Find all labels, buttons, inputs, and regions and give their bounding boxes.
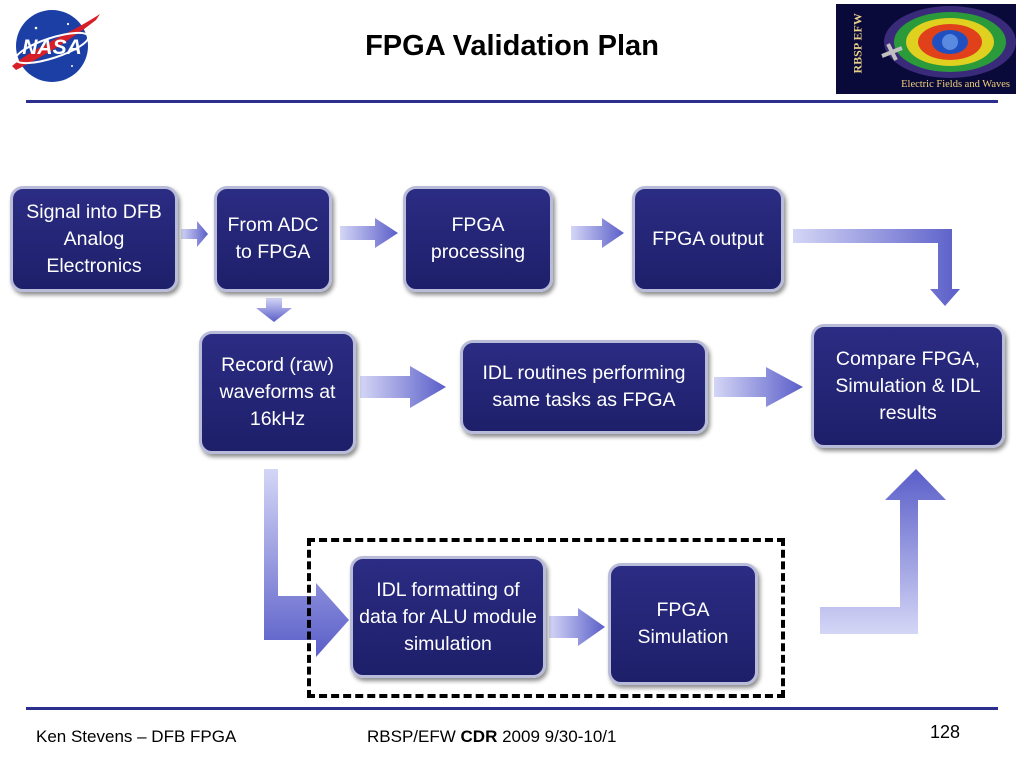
nasa-logo-text: NASA [22,36,82,59]
node-idl-routines-label: IDL routines performing same tasks as FP… [482,362,686,411]
rbsp-efw-logo: RBSP EFW Electric Fields and Waves [836,4,1016,94]
rbsp-caption: Electric Fields and Waves [901,79,1010,90]
node-signal-into-dfb: Signal into DFB Analog Electronics [10,186,178,292]
page-number: 128 [929,722,960,742]
node-fpga-processing: FPGA processing [403,186,553,292]
arrow-record-to-formatting [264,469,349,657]
node-compare-results: Compare FPGA, Simulation & IDL results [811,324,1005,448]
arrow-adc-to-processing [340,218,398,248]
footer-review-bold: CDR [460,727,498,746]
node-compare-results-label: Compare FPGA, Simulation & IDL results [835,347,981,424]
node-fpga-output: FPGA output [632,186,784,292]
node-fpga-simulation: FPGA Simulation [608,563,758,685]
node-from-adc-label: From ADC to FPGA [227,214,319,263]
arrow-idl-to-compare [714,367,803,407]
node-idl-routines: IDL routines performing same tasks as FP… [460,340,708,434]
node-fpga-output-label: FPGA output [652,227,764,250]
node-idl-formatting: IDL formatting of data for ALU module si… [350,556,546,678]
node-fpga-processing-label: FPGA processing [430,214,526,263]
arrow-signal-to-adc [181,221,208,247]
footer-review-dates: 2009 9/30-10/1 [497,727,617,746]
node-signal-into-dfb-label: Signal into DFB Analog Electronics [26,200,162,277]
arrow-simulation-to-compare [820,469,946,634]
footer-author: Ken Stevens – DFB FPGA [36,727,237,746]
node-idl-formatting-label: IDL formatting of data for ALU module si… [359,578,537,655]
arrow-record-to-idl [360,366,446,408]
simulation-group-border [307,538,785,698]
slide-title: FPGA Validation Plan [365,30,659,62]
footer-rule [26,707,998,710]
node-record-waveforms-label: Record (raw) waveforms at 16kHz [219,354,336,430]
footer-review: RBSP/EFW CDR 2009 9/30-10/1 [367,727,616,747]
node-fpga-simulation-label: FPGA Simulation [637,599,729,648]
arrow-processing-to-output [571,218,624,248]
nasa-logo: NASA [6,6,102,84]
footer-review-prefix: RBSP/EFW [367,727,461,746]
arrow-formatting-to-simulation [549,608,605,646]
arrow-output-to-compare [793,229,960,306]
node-record-waveforms: Record (raw) waveforms at 16kHz [199,331,356,454]
header-rule [26,100,998,103]
arrow-adc-to-record [256,298,292,322]
node-from-adc: From ADC to FPGA [214,186,332,292]
